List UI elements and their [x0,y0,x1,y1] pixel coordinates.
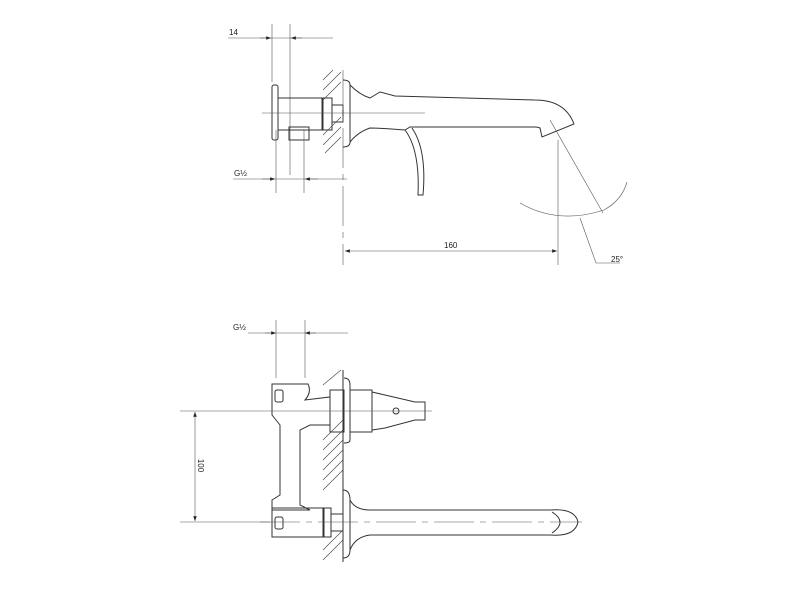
dim-label-thread-bottom: G½ [233,323,246,332]
valve-body [271,383,331,511]
spout [349,499,579,551]
angle-arc [519,181,628,217]
dim-label-160: 160 [444,241,458,250]
thread [331,104,344,123]
spout [349,84,575,143]
lower-body [271,507,325,538]
side-view [228,24,628,265]
thread [330,513,344,532]
handle-knob [271,84,279,141]
flange-upper [343,377,351,444]
dim-label-14: 14 [229,28,238,37]
wall-hatch [322,369,344,561]
lever [404,127,425,196]
dim-label-thread: G½ [234,169,247,178]
top-view [180,320,582,562]
flange [342,79,351,148]
dim-label-100: 100 [196,458,206,473]
dim-label-angle: 25° [611,255,624,264]
wall-hatch [322,69,342,154]
flange-lower [342,489,351,559]
valve-body [277,97,324,131]
handle-cone [371,391,426,431]
